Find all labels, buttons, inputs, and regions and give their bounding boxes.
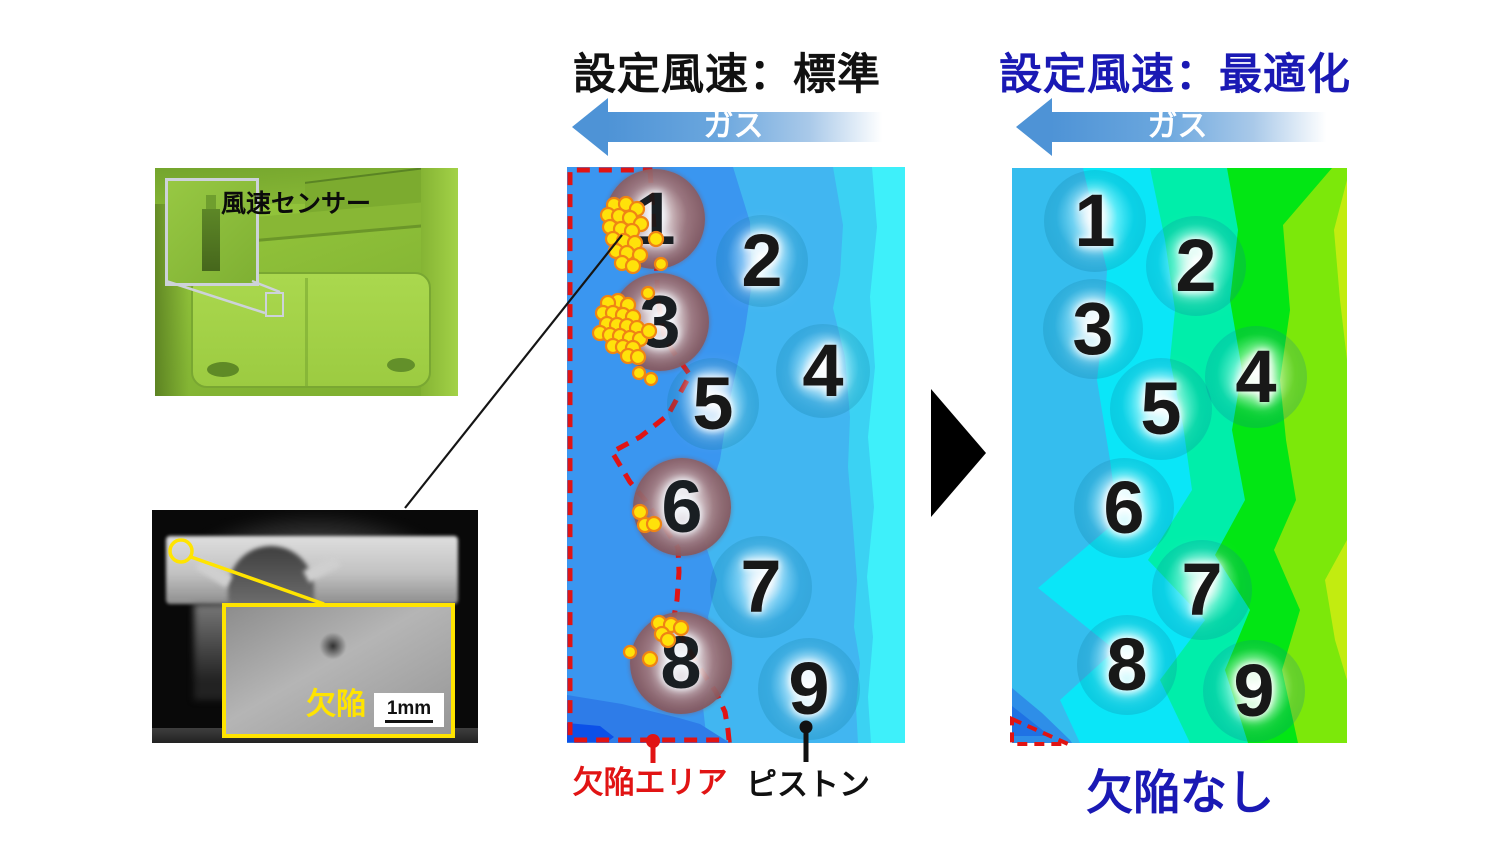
defect-dot [653, 256, 669, 272]
scale-label: 1mm [384, 698, 434, 723]
gas-arrow-left: ガス [572, 98, 888, 156]
sample-position-4: 4 [776, 324, 870, 418]
piston-label: ピストン [746, 767, 870, 802]
defect-dot [640, 285, 656, 301]
position-number: 2 [741, 219, 783, 302]
build-plate-seam [305, 278, 308, 386]
sensor-body [202, 209, 220, 271]
position-number: 5 [692, 362, 734, 445]
defect-dot [659, 631, 677, 649]
sample-position-9: 9 [758, 638, 860, 740]
contour-band [1325, 540, 1347, 680]
chamber-photo: 風速センサー [155, 168, 458, 396]
defect-label: 欠陥 [306, 688, 366, 721]
sample-position-8: 8 [1077, 615, 1177, 715]
scale-bar: 1mm [374, 693, 444, 727]
defect-dot [640, 322, 658, 340]
sample-position-2: 2 [1146, 216, 1246, 316]
position-number: 8 [1106, 623, 1148, 706]
contour-band [867, 167, 905, 743]
gas-label: ガス [703, 110, 764, 143]
position-number: 7 [740, 545, 782, 628]
position-number: 5 [1140, 367, 1182, 450]
defect-area-label: 欠陥エリア [572, 765, 728, 800]
position-number: 2 [1175, 224, 1217, 307]
sample-position-6: 6 [1074, 458, 1174, 558]
defect-dot [631, 503, 649, 521]
defect-dot [647, 230, 665, 248]
sample-position-7: 7 [1152, 540, 1252, 640]
gas-label: ガス [1147, 110, 1208, 143]
position-number: 6 [661, 465, 703, 548]
standard-title: 設定風速：標準 [573, 51, 881, 99]
contour-band [1334, 180, 1347, 360]
position-number: 4 [1235, 335, 1277, 418]
sample-position-9: 9 [1203, 640, 1305, 742]
arrow-head-icon [572, 98, 608, 156]
sample-position-6-defect: 6 [633, 458, 731, 556]
defect-dot [631, 365, 647, 381]
defect-dot [672, 619, 690, 637]
defect-dot [641, 650, 659, 668]
position-number: 6 [1103, 466, 1145, 549]
position-number: 4 [802, 329, 844, 412]
sample-position-7: 7 [710, 536, 812, 638]
defect-inset-box: 欠陥 1mm [222, 603, 455, 738]
defect-dot [643, 371, 659, 387]
position-number: 3 [1072, 287, 1114, 370]
transition-arrow-icon [931, 389, 986, 517]
low-velocity-patch [567, 695, 730, 743]
sensor-inset-box [165, 178, 259, 286]
sensor-location-marker [265, 292, 284, 317]
sample-position-2: 2 [716, 215, 808, 307]
sensor-label: 風速センサー [221, 190, 372, 218]
gas-arrow-right: ガス [1016, 98, 1332, 156]
defect-dot-layer [591, 195, 690, 668]
sample-position-5: 5 [667, 358, 759, 450]
optimized-title: 設定風速：最適化 [999, 51, 1351, 99]
sample-position-3: 3 [1043, 279, 1143, 379]
defect-dot [629, 348, 647, 366]
plate-hole [387, 358, 415, 372]
defect-dot [645, 515, 663, 533]
gas-arrow-body: ガス [607, 112, 888, 142]
arrow-head-icon [1016, 98, 1052, 156]
xray-image: 欠陥 1mm [152, 510, 478, 743]
position-number: 1 [1074, 179, 1116, 262]
defect-dot [624, 257, 642, 275]
position-number: 7 [1181, 548, 1223, 631]
sample-position-4: 4 [1205, 326, 1307, 428]
sensor-tip [206, 195, 216, 209]
position-number: 9 [1233, 649, 1275, 732]
gas-arrow-body: ガス [1051, 112, 1332, 142]
sample-position-1: 1 [1044, 170, 1146, 272]
no-defect-label: 欠陥なし [1086, 766, 1274, 819]
sample-position-5: 5 [1110, 358, 1212, 460]
defect-spot [318, 633, 348, 659]
position-number: 9 [788, 647, 830, 730]
plate-hole [207, 362, 239, 377]
defect-dot [622, 644, 638, 660]
low-velocity-patch [567, 723, 614, 742]
